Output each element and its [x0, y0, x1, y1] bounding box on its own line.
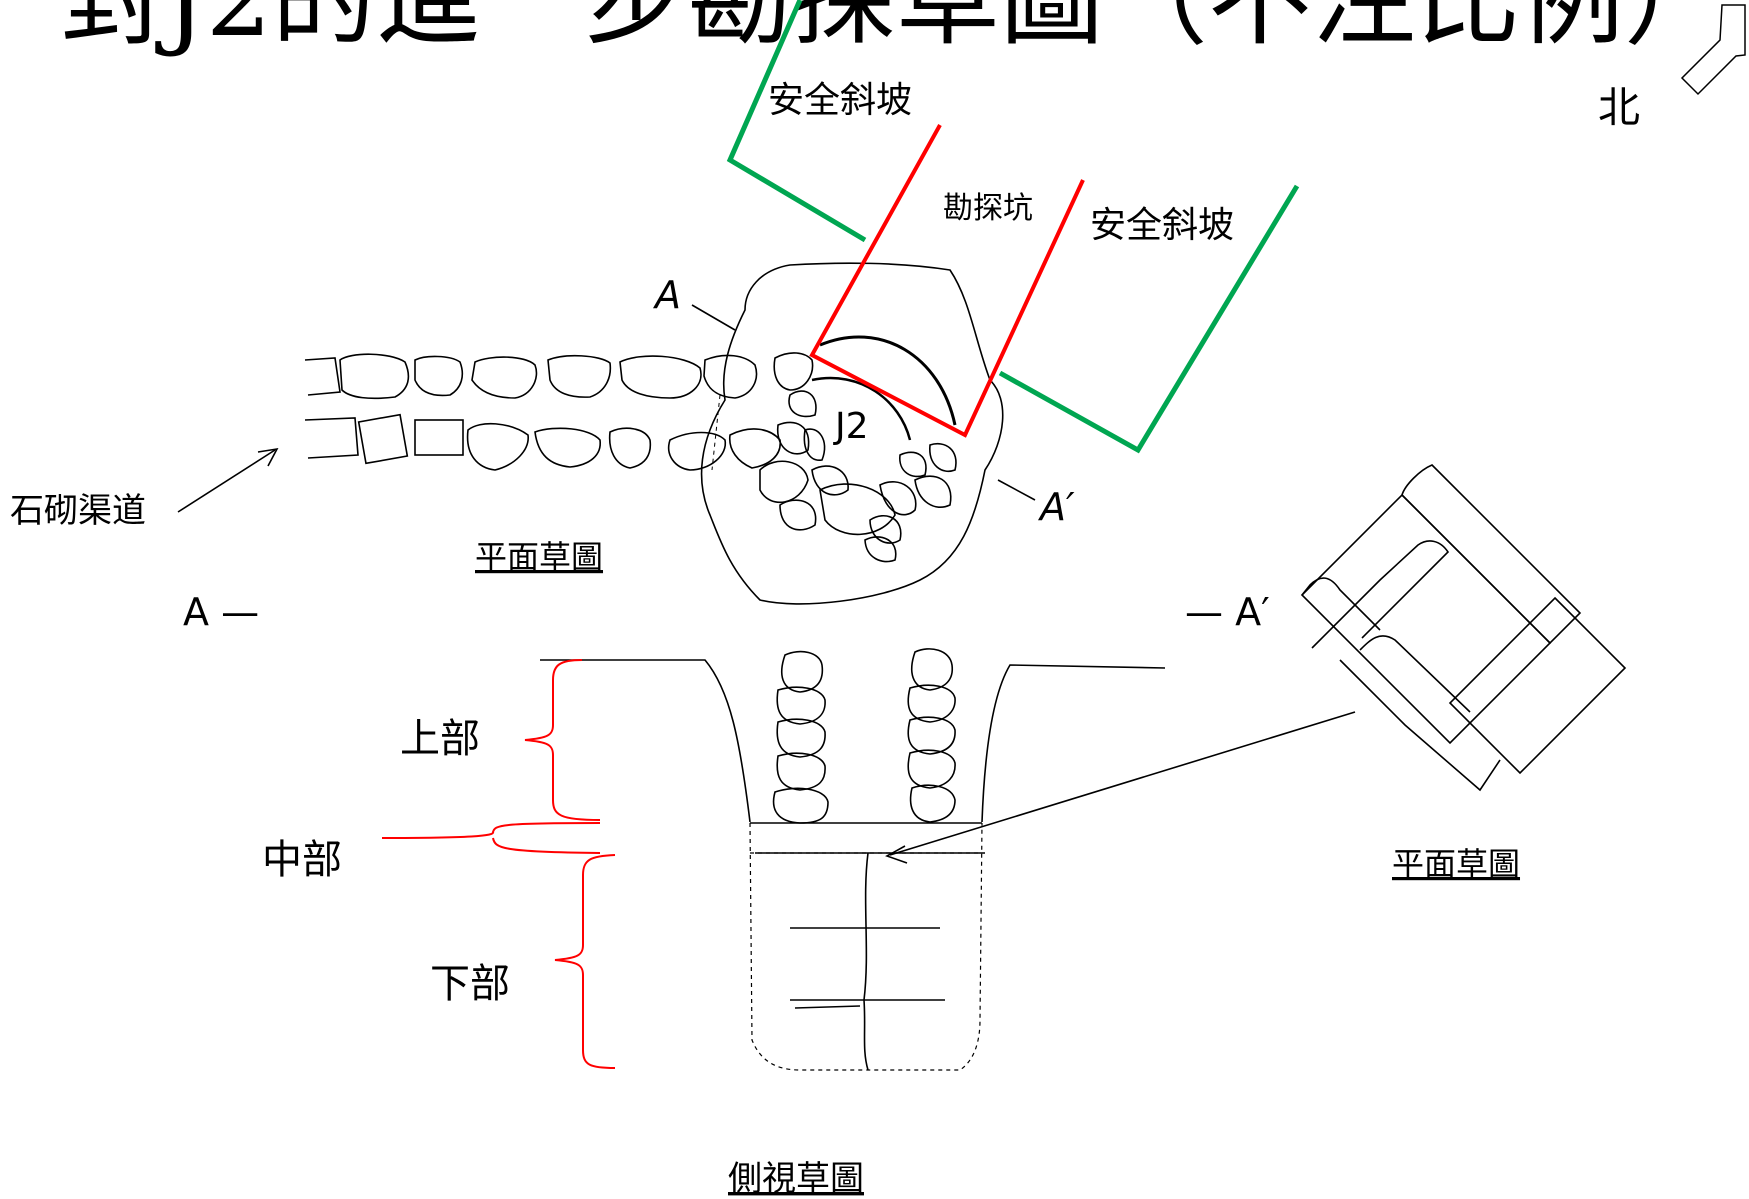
safety-slope-right-label: 安全斜坡 [1090, 205, 1234, 246]
j2-well-outline [700, 262, 1004, 605]
brace-middle [381, 822, 601, 854]
section-mark-a: A [652, 273, 681, 317]
section-line-right: — A′ [1185, 590, 1270, 634]
brace-upper [524, 659, 601, 821]
brace-lower [554, 854, 616, 1069]
exploration-pit-outline [809, 124, 1085, 438]
exploration-pit-label: 勘探坑 [943, 191, 1033, 226]
detail-plan-blocks [1300, 464, 1627, 792]
north-label: 北 [1598, 83, 1640, 132]
section-mark-a-prime-tick [997, 479, 1036, 501]
page-title: 對J2的進一步勘探草圖（不注比例） [60, 0, 1728, 60]
side-view-caption: 側視草圖 [728, 1159, 864, 1199]
section-mark-a-prime: A′ [1037, 485, 1075, 529]
detail-plan-caption: 平面草圖 [1392, 845, 1520, 883]
channel-upper-row [304, 352, 814, 400]
side-view-lower-cracks [755, 852, 985, 1071]
side-view-profile [540, 659, 1166, 824]
north-arrow-icon [1680, 4, 1746, 96]
detail-plan-arrow-icon [885, 711, 1356, 864]
side-view-stones-left [772, 650, 829, 824]
section-mark-a-tick [691, 304, 736, 331]
upper-part-label: 上部 [400, 716, 480, 762]
safety-slope-left-label: 安全斜坡 [768, 80, 912, 121]
j2-inner-arc-2 [811, 376, 912, 441]
lower-part-label: 下部 [430, 961, 510, 1007]
well-stones [759, 390, 957, 563]
channel-lower-row [304, 413, 781, 471]
safety-slope-left-outline [726, 0, 867, 243]
safety-slope-right-outline [998, 184, 1300, 454]
j2-label: J2 [833, 406, 869, 447]
masonry-channel-arrow-icon [177, 447, 279, 513]
plan-view-caption: 平面草圖 [475, 538, 603, 576]
section-line-left: A — [183, 590, 259, 634]
side-view-stones-right [907, 648, 956, 823]
masonry-channel-label: 石砌渠道 [10, 491, 146, 531]
middle-part-label: 中部 [262, 837, 342, 883]
j2-inner-arc [819, 335, 957, 426]
